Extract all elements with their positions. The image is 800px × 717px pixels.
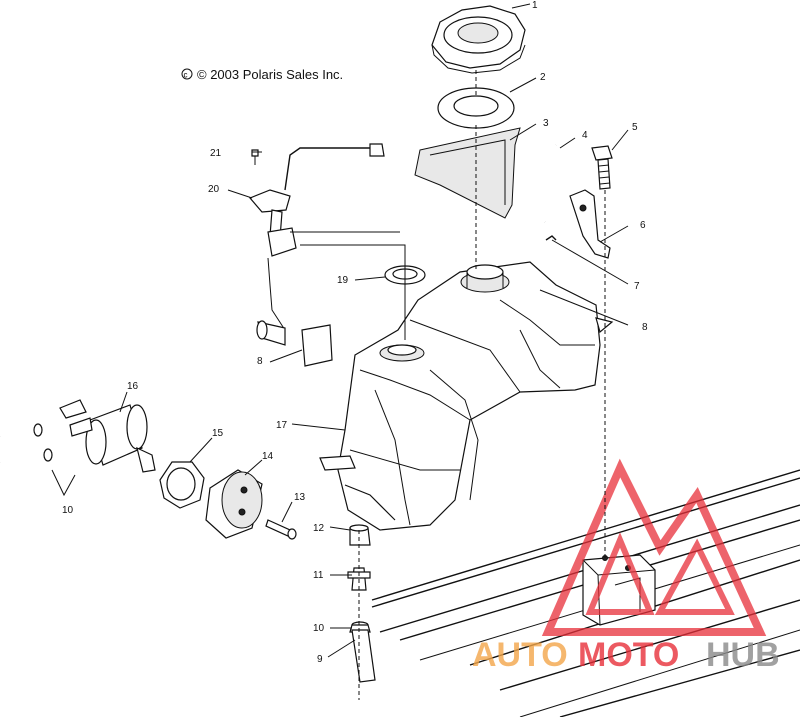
copyright-notice: c © 2003 Polaris Sales Inc. [181,67,343,82]
callout-8-left: 8 [257,356,263,367]
callout-17: 17 [276,420,288,431]
fuel-tank [319,261,614,531]
fuel-pump [59,399,156,473]
drain-bushing [349,524,371,546]
drain-hose [351,629,376,683]
callout-8-right: 8 [642,322,648,333]
watermark-triangles [541,458,767,636]
callout-10-drain: 10 [313,623,325,634]
bolt [591,145,613,190]
callout-10-lines: 10 [62,505,74,516]
vent-hose [531,142,558,225]
callout-3: 3 [543,118,549,129]
frame-rails [371,469,800,717]
callout-7: 7 [634,281,640,292]
callout-5: 5 [632,122,638,133]
housing-screw [265,519,297,540]
drain-valve [347,567,371,591]
callout-11: 11 [313,570,324,581]
watermark-moto: MOTO [578,636,679,674]
callout-2: 2 [540,72,546,83]
callout-9: 9 [317,654,323,665]
hose-clip [545,235,557,241]
leader-lines [119,3,629,700]
tank-bracket [569,189,611,259]
watermark-logo [541,458,767,636]
callout-16: 16 [127,381,139,392]
callout-15: 15 [212,428,224,439]
watermark-auto: AUTO [472,636,568,674]
callout-20: 20 [208,184,220,195]
callout-6: 6 [640,220,646,231]
callout-numbers: 1 2 3 4 5 6 7 8 8 9 10 10 11 12 13 14 15… [62,0,648,665]
callout-13: 13 [294,492,306,503]
svg-text:c: c [184,71,188,80]
copyright-text: © 2003 Polaris Sales Inc. [197,67,343,82]
callout-1: 1 [532,0,538,11]
pump-nut [159,461,205,509]
fuel-level-sender [248,143,385,367]
callout-19: 19 [337,275,349,286]
fuel-cap [431,5,526,74]
callout-4: 4 [582,130,588,141]
callout-14: 14 [262,451,274,462]
watermark-text: AUTO MOTO HUB [472,636,780,674]
tank-cover-pad [414,127,521,219]
fuel-lines [0,423,76,497]
callout-12: 12 [313,523,325,534]
pump-housing [205,469,263,539]
watermark-hub: HUB [706,636,780,674]
callout-21: 21 [210,148,222,159]
